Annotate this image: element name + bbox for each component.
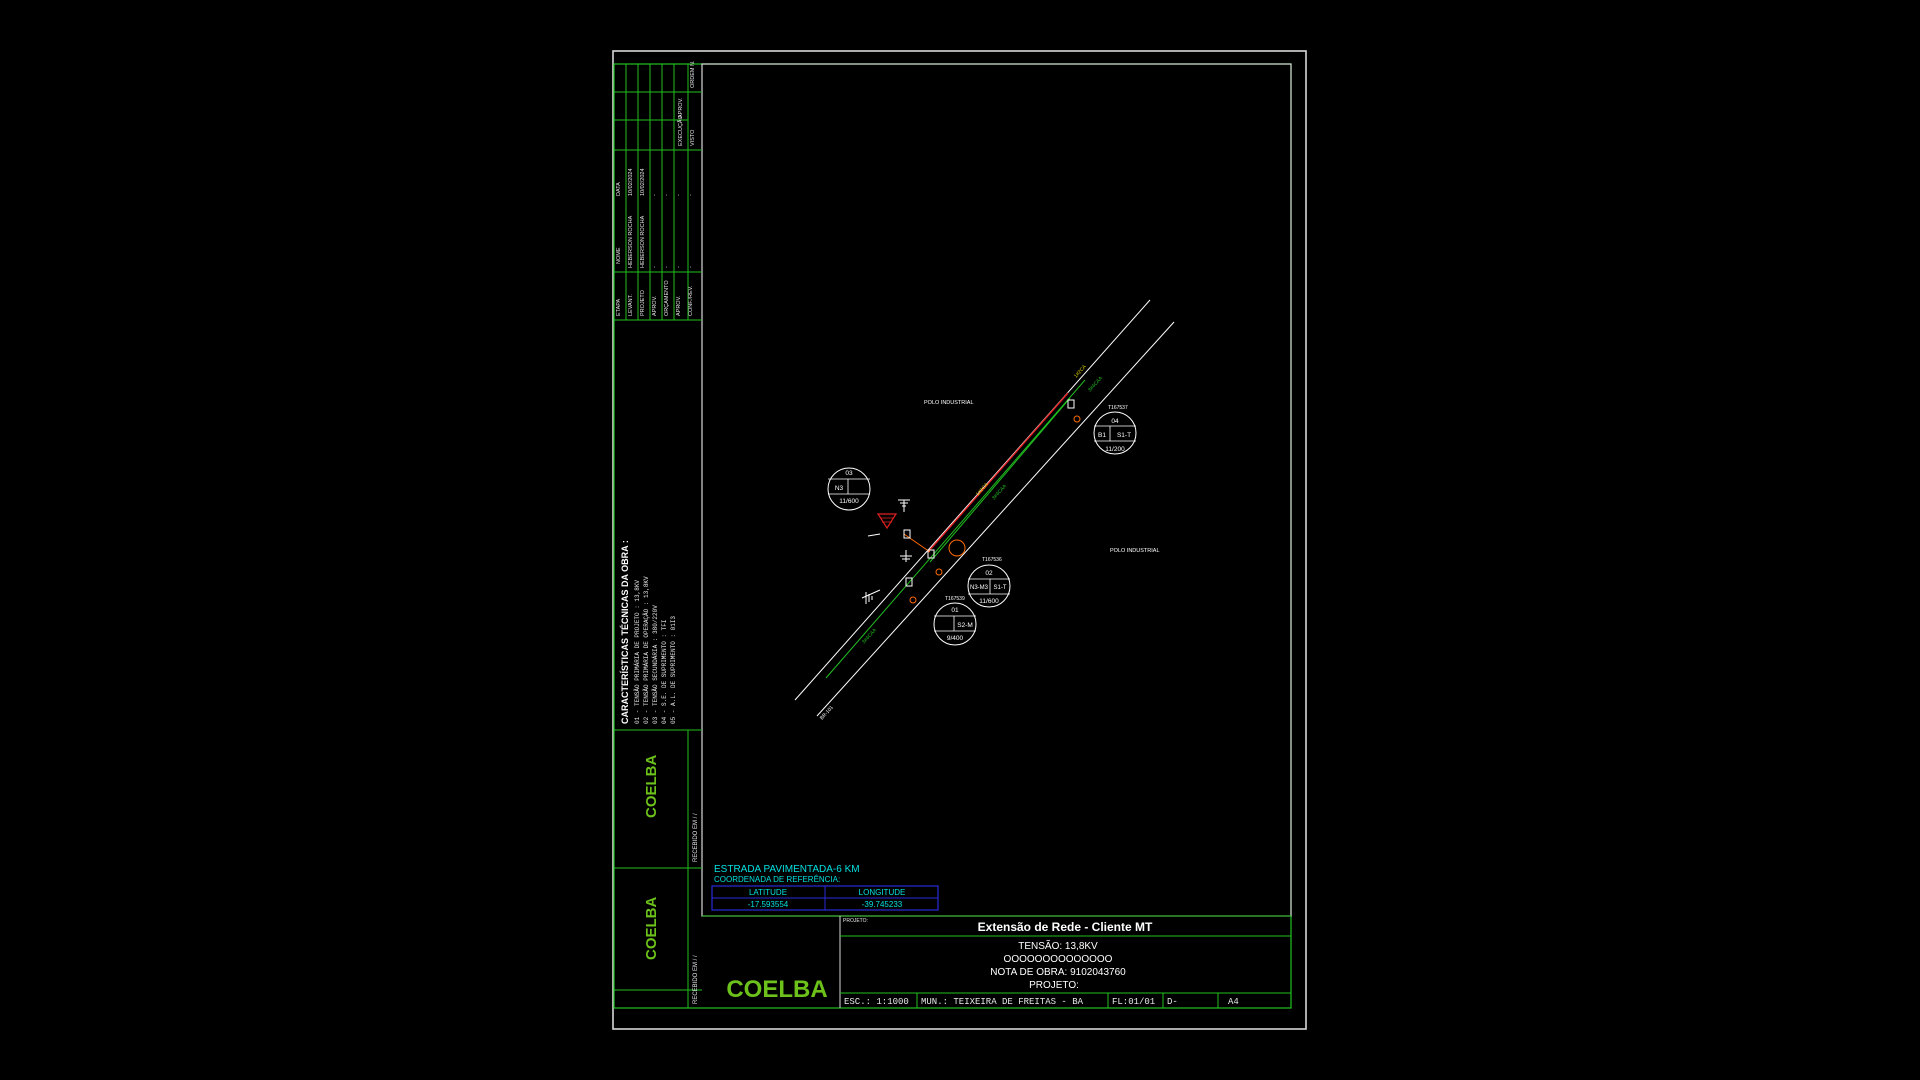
pole-number: 02 [985, 570, 993, 577]
revision-table-cell: - [676, 266, 682, 268]
revision-table-cell: ORÇAMENTO [664, 280, 670, 316]
pole-tag: T167537 [1108, 405, 1128, 411]
pole-symbol [903, 399, 1075, 587]
network-line-green [825, 379, 1086, 679]
pole-tag: T167539 [945, 596, 965, 602]
scale-field: ESC.: 1:1000 [844, 997, 909, 1007]
pole-callout: T167539 01 S2-M 9/400 [933, 596, 977, 646]
sheet-number-field: FL:01/01 [1112, 997, 1155, 1007]
pole-code: 11/200 [1105, 446, 1125, 453]
pole-callout: T167537 04 B1 S1-T 11/200 [1093, 405, 1137, 455]
projeto-small-label: PROJETO: [843, 918, 868, 924]
sheet-outer-frame [612, 50, 1307, 1030]
tech-line: 05 - A.L. DE SUPRIMENTO : 01I3 [670, 616, 677, 724]
pole-code: 11/600 [979, 598, 999, 605]
revision-table-cell: 10/02/2024 [640, 168, 646, 196]
tech-line: 03 - TENSÃO SECUNDÁRIA : 380/220V [652, 605, 659, 724]
drawing-number-field: D- [1167, 997, 1178, 1007]
coordinate-heading: COORDENADA DE REFERÊNCIA: [714, 875, 840, 884]
pole-callout: T167536 02 N3-M3 S1-T 11/600 [967, 557, 1011, 608]
revision-table-cell: - [664, 266, 670, 268]
latitude-label: LATITUDE [749, 888, 787, 897]
revision-table-cell: HEBERSON ROCHA [628, 215, 634, 268]
latitude-value: -17.593554 [748, 900, 789, 909]
revision-table-cell: - [652, 266, 658, 268]
pole-callout: 03 N3 11/600 [827, 467, 871, 511]
format-field: A4 [1228, 997, 1239, 1007]
longitude-value: -39.745233 [862, 900, 903, 909]
municipio-field: MUN.: TEIXEIRA DE FREITAS - BA [921, 997, 1084, 1007]
drawing-title: Extensão de Rede - Cliente MT [978, 920, 1153, 934]
revision-table-cell: - [688, 194, 694, 196]
network-line-green [929, 397, 1071, 563]
pole-tag: T167536 [982, 557, 1002, 563]
network-line-red [927, 392, 1069, 553]
tech-line: 02 - TENSÃO PRIMÁRIA DE OPERAÇÃO : 13,8K… [643, 576, 650, 724]
revision-table-cell: APROV. [678, 97, 684, 118]
pole-number: 04 [1111, 418, 1119, 425]
revision-table-cell: APROV. [652, 295, 658, 316]
revision-table-cell: - [652, 194, 658, 196]
pole-structure: N3 [835, 485, 844, 492]
revision-table-cell: - [664, 194, 670, 196]
revision-table-cell: VISTO [690, 129, 696, 146]
revision-table-cell: CONF./REV. [688, 285, 694, 316]
network-line-orange [903, 533, 931, 553]
revision-table-cell: PROJETO [640, 289, 646, 316]
pole-structure: S1-T [993, 585, 1006, 591]
tech-title: CARACTERÍSTICAS TÉCNICAS DA OBRA : [620, 540, 630, 724]
revision-table-cell: APROV. [676, 295, 682, 316]
pole-structure: S2-M [957, 622, 973, 629]
receipt-field: RECEBIDO EM / / [693, 813, 699, 862]
brand-logo: COELBA [726, 976, 827, 1003]
area-label: POLO INDUSTRIAL [924, 400, 974, 406]
revision-table-cell: NOME [616, 247, 622, 264]
revision-table-cell: 10/02/2024 [628, 168, 634, 196]
revision-table-cell: - [676, 194, 682, 196]
road-edge [794, 299, 1151, 701]
revision-table-cell: ETAPA [616, 298, 622, 316]
reference-coordinates: ESTRADA PAVIMENTADA-6 KM COORDENADA DE R… [711, 864, 939, 911]
nota-obra-label: NOTA DE OBRA: 9102043760 [990, 967, 1126, 978]
pole-number: 03 [845, 470, 853, 477]
pole-number: 01 [951, 607, 959, 614]
revision-table-cell: DATA [616, 182, 622, 196]
codigo-label: OOOOOOOOOOOOOO [1004, 954, 1113, 965]
pole-code: 11/600 [839, 498, 859, 505]
revision-table: ETAPA NOME DATA LEVANT. HEBERSON ROCHA 10/02/… [616, 60, 696, 316]
revision-table-cell: ORDEM N. [690, 60, 696, 88]
pole-structure: N3-M3 [970, 585, 989, 591]
area-label: POLO INDUSTRIAL [1110, 548, 1160, 554]
pole-structure: B1 [1098, 432, 1106, 439]
receipt-field: RECEBIDO EM / / [693, 955, 699, 1004]
transformer-triangle [876, 513, 898, 530]
ground-symbol [861, 499, 912, 604]
pole-code: 9/400 [947, 635, 964, 642]
tech-line: 01 - TENSÃO PRIMÁRIA DE PROJETO : 13,8KV [634, 580, 641, 724]
tensao-label: TENSÃO: 13,8KV [1018, 939, 1098, 952]
tech-line: 04 - S.E. DE SUPRIMENTO : TFI [661, 620, 668, 724]
revision-table-cell: EXECUÇÃO [677, 114, 684, 146]
projeto-label: PROJETO: [1029, 980, 1079, 991]
pole-structure: S1-T [1117, 432, 1131, 439]
left-column-grid [614, 64, 702, 1008]
side-brand-logo: COELBA [643, 755, 660, 819]
side-brand-logo: COELBA [643, 897, 660, 961]
revision-table-cell: HEBERSON ROCHA [640, 215, 646, 268]
tech-characteristics: CARACTERÍSTICAS TÉCNICAS DA OBRA : 01 - … [620, 540, 677, 724]
road-edge [816, 321, 1175, 717]
road-note: ESTRADA PAVIMENTADA-6 KM [714, 864, 860, 875]
pole-marker [909, 415, 1081, 604]
title-block: PROJETO: Extensão de Rede - Cliente MT T… [702, 915, 1291, 1008]
revision-table-cell: LEVANT. [628, 294, 634, 316]
revision-table-cell: - [688, 266, 694, 268]
longitude-label: LONGITUDE [859, 888, 906, 897]
